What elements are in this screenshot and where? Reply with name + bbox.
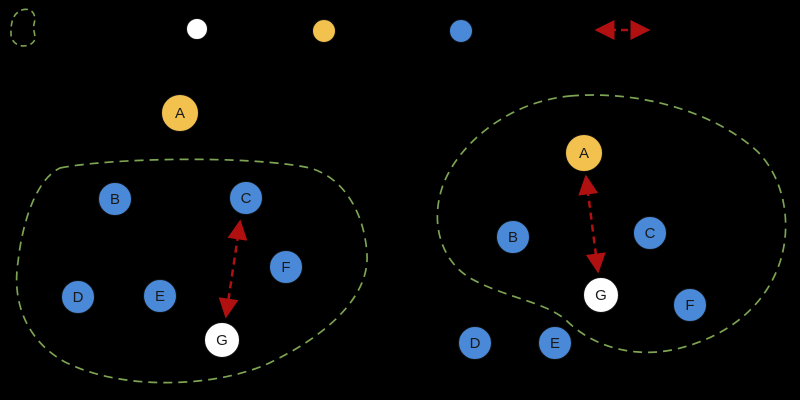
left-move-arrow: [218, 219, 248, 319]
left-community-outline: [15, 158, 368, 384]
left-node-G: G: [204, 322, 240, 358]
right-node-F: F: [673, 288, 707, 322]
right-node-E: E: [538, 326, 572, 360]
legend-blue-node-icon: [449, 19, 473, 43]
legend-white-node-icon: [186, 18, 208, 40]
left-node-A: A: [161, 94, 199, 132]
legend-yellow-node-icon: [312, 19, 336, 43]
right-node-C: C: [633, 216, 667, 250]
left-node-D: D: [61, 280, 95, 314]
right-node-G: G: [583, 277, 619, 313]
right-community-outline: [436, 94, 787, 354]
left-node-B: B: [98, 182, 132, 216]
left-node-F: F: [269, 250, 303, 284]
left-node-E: E: [143, 279, 177, 313]
right-node-A: A: [565, 134, 603, 172]
right-node-B: B: [496, 220, 530, 254]
legend-community-blob-icon: [10, 8, 36, 47]
right-node-D: D: [458, 326, 492, 360]
left-node-C: C: [229, 181, 263, 215]
right-move-arrow: [578, 174, 606, 274]
